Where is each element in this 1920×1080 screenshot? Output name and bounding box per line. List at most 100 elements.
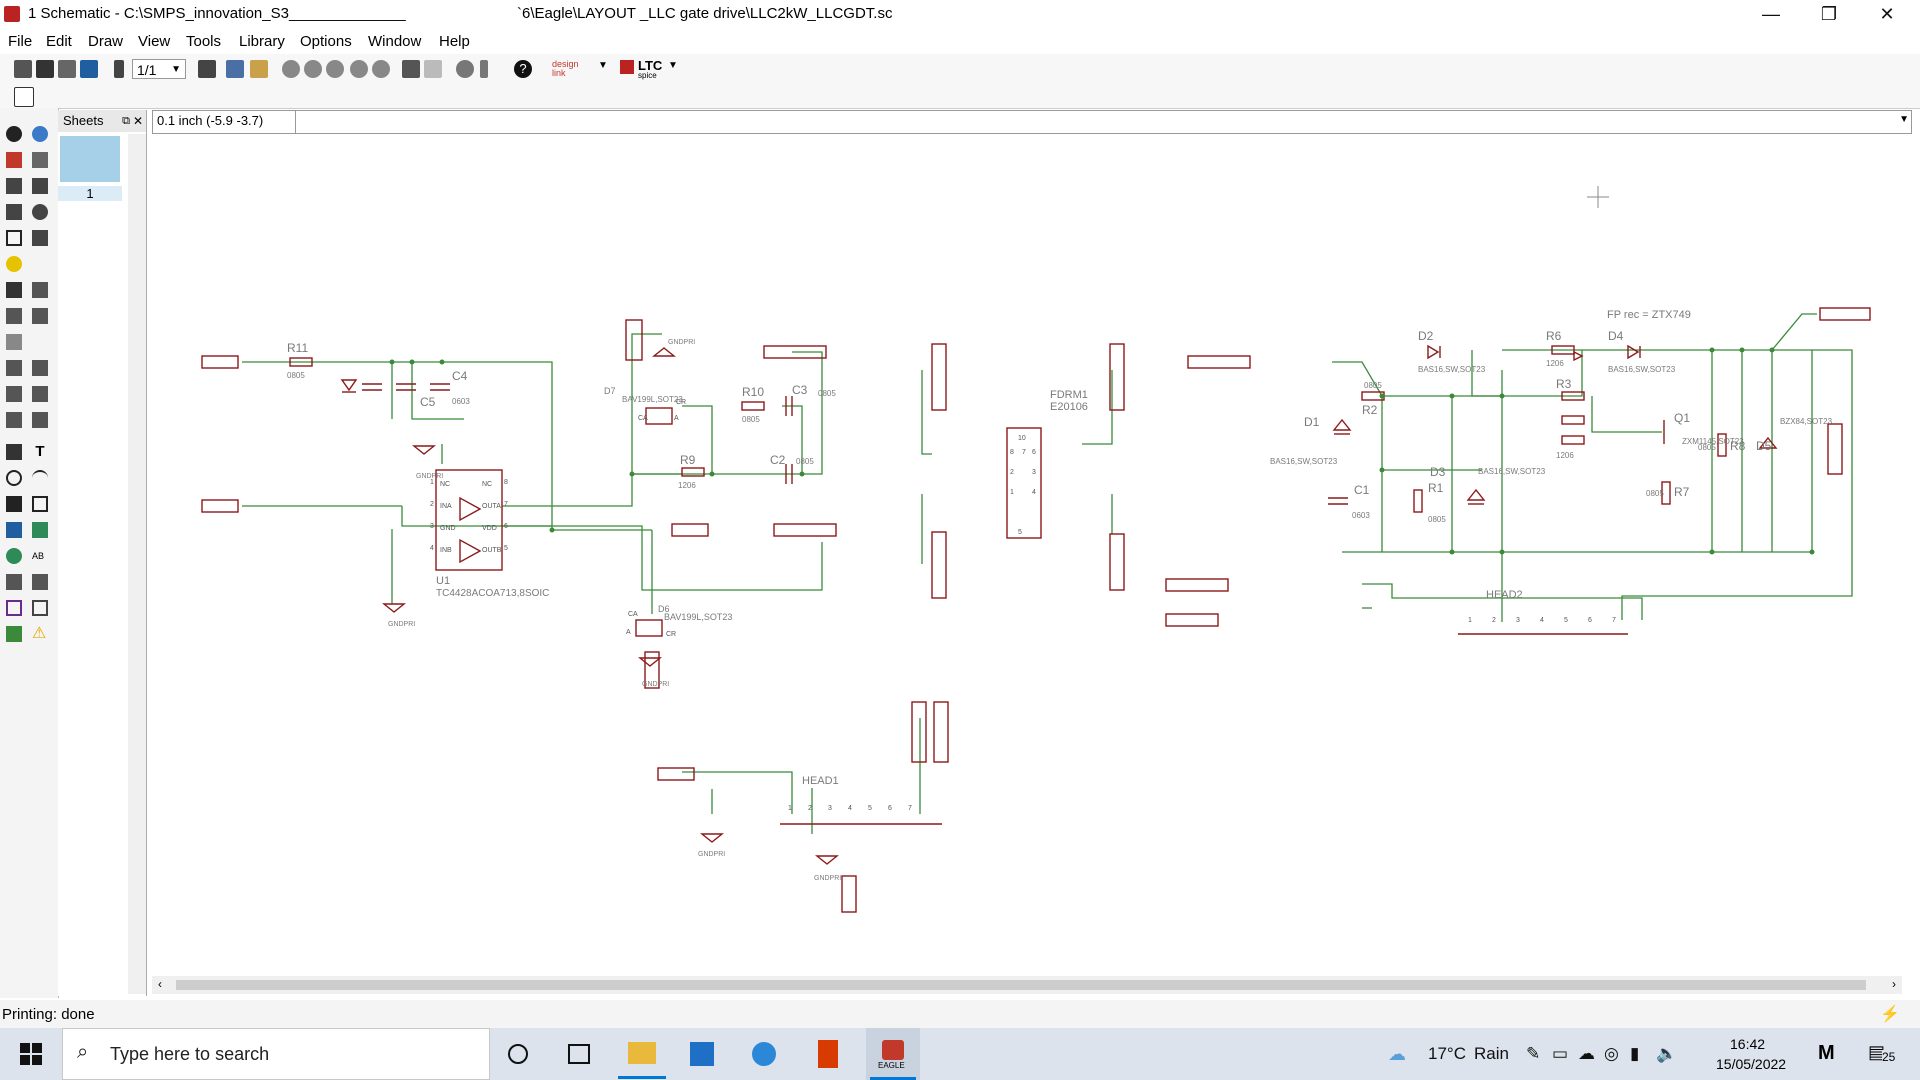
stop-icon[interactable] xyxy=(456,60,474,78)
horizontal-scroll-thumb[interactable] xyxy=(176,980,1866,990)
outlook-icon[interactable] xyxy=(752,1042,776,1066)
mirror-icon[interactable] xyxy=(6,204,22,220)
open-icon[interactable] xyxy=(14,60,32,78)
info-icon[interactable] xyxy=(6,126,22,142)
designlink-button[interactable]: design link xyxy=(552,59,579,78)
zoom-in-icon[interactable] xyxy=(304,60,322,78)
menu-help[interactable]: Help xyxy=(439,33,470,50)
command-input[interactable] xyxy=(295,111,1908,133)
pinswap-icon[interactable] xyxy=(6,308,22,324)
store-icon[interactable] xyxy=(690,1042,714,1066)
sheets-scrollbar[interactable] xyxy=(128,134,146,994)
menu-edit[interactable]: Edit xyxy=(46,33,72,50)
ltspice-dropdown-icon[interactable]: ▼ xyxy=(668,60,678,71)
show-icon[interactable] xyxy=(32,126,48,142)
zoom-out-icon[interactable] xyxy=(326,60,344,78)
split-icon[interactable] xyxy=(6,412,22,428)
zoom-select-icon[interactable] xyxy=(372,60,390,78)
battery-icon[interactable]: ▮ xyxy=(1630,1044,1640,1063)
meet-now-icon[interactable]: M xyxy=(1818,1042,1835,1064)
menu-view[interactable]: View xyxy=(138,33,171,50)
weather-temp[interactable]: 17°C xyxy=(1428,1044,1466,1063)
vertical-scrollbar[interactable] xyxy=(1902,134,1920,974)
rect-icon[interactable] xyxy=(6,496,22,512)
rotate-icon[interactable] xyxy=(32,204,48,220)
volume-icon[interactable]: 🔈 xyxy=(1656,1044,1678,1063)
polygon-icon[interactable] xyxy=(32,496,48,512)
print-icon[interactable] xyxy=(58,60,76,78)
taskbar-search[interactable]: ⌕ Type here to search xyxy=(62,1028,490,1080)
weather-text[interactable]: Rain xyxy=(1474,1044,1509,1063)
undo-icon[interactable] xyxy=(402,60,420,78)
junction-icon[interactable] xyxy=(6,548,22,564)
menu-options[interactable]: Options xyxy=(300,33,352,50)
weather-icon[interactable]: ☁ xyxy=(1388,1044,1406,1064)
smash-icon[interactable] xyxy=(6,386,22,402)
group-icon[interactable] xyxy=(6,230,22,246)
wire-icon[interactable] xyxy=(6,444,22,460)
menu-file[interactable]: File xyxy=(8,33,33,50)
display-icon[interactable] xyxy=(6,152,22,168)
value-icon[interactable] xyxy=(32,360,48,376)
task-view-icon[interactable] xyxy=(568,1044,590,1064)
pen-icon[interactable]: ✎ xyxy=(1526,1044,1541,1063)
sheet-select[interactable]: 1/1 ▼ xyxy=(132,59,186,79)
warning-icon[interactable]: ⚠ xyxy=(32,625,47,642)
scroll-right-icon[interactable]: › xyxy=(1892,977,1896,991)
erc-icon[interactable] xyxy=(6,626,22,642)
module-icon[interactable] xyxy=(32,600,48,616)
designlink-dropdown-icon[interactable]: ▼ xyxy=(598,60,608,71)
library-icon[interactable] xyxy=(250,60,268,78)
menu-window[interactable]: Window xyxy=(368,33,422,50)
cortana-icon[interactable] xyxy=(508,1044,528,1064)
office-icon[interactable] xyxy=(818,1040,838,1068)
schematic-icon[interactable] xyxy=(226,60,244,78)
ltspice-button[interactable]: LTC spice xyxy=(618,57,666,81)
board-icon[interactable] xyxy=(198,60,216,78)
copy-icon[interactable] xyxy=(32,178,48,194)
sheet-thumbnail[interactable] xyxy=(60,136,120,182)
menu-tools[interactable]: Tools xyxy=(186,33,222,50)
use-icon[interactable] xyxy=(114,60,124,78)
dimension-icon[interactable] xyxy=(32,574,48,590)
invoke-icon[interactable] xyxy=(32,412,48,428)
help-icon[interactable]: ? xyxy=(514,60,532,78)
float-icon[interactable]: ⧉ xyxy=(122,115,130,127)
go-icon[interactable] xyxy=(480,60,488,78)
gateswap-icon[interactable] xyxy=(32,308,48,324)
circle-icon[interactable] xyxy=(6,470,22,486)
scroll-left-icon[interactable]: ‹ xyxy=(158,977,162,991)
redraw-icon[interactable] xyxy=(350,60,368,78)
bus-icon[interactable] xyxy=(6,522,22,538)
menu-draw[interactable]: Draw xyxy=(88,33,124,50)
clock-date[interactable]: 15/05/2022 xyxy=(1716,1056,1787,1072)
windows-start-icon[interactable] xyxy=(20,1043,42,1065)
cam-icon[interactable] xyxy=(80,60,98,78)
eagle-taskbar-button[interactable]: EAGLE xyxy=(866,1028,920,1080)
zoom-fit-icon[interactable] xyxy=(282,60,300,78)
redo-icon[interactable] xyxy=(424,60,442,78)
close-panel-icon[interactable]: ✕ xyxy=(132,114,143,128)
close-button[interactable]: ✕ xyxy=(1879,4,1895,24)
paste-icon[interactable] xyxy=(6,256,22,272)
file-explorer-icon[interactable] xyxy=(628,1042,656,1064)
net-icon[interactable] xyxy=(32,522,48,538)
schematic-canvas[interactable]: R11 0805 C4 0603 C5 U1 TC4428ACOA713,8SO… xyxy=(152,134,1902,974)
attribute-icon[interactable] xyxy=(6,574,22,590)
arc-icon[interactable] xyxy=(32,470,48,486)
replace-icon[interactable] xyxy=(6,334,22,350)
label-icon[interactable]: AB xyxy=(32,551,45,561)
command-history-dropdown-icon[interactable]: ▼ xyxy=(1899,114,1909,125)
clock-time[interactable]: 16:42 xyxy=(1730,1036,1766,1052)
miter-icon[interactable] xyxy=(32,386,48,402)
notifications-button[interactable]: ▤ 25 xyxy=(1868,1042,1896,1064)
lightning-icon[interactable]: ⚡ xyxy=(1880,1006,1900,1023)
onedrive-icon[interactable]: ☁ xyxy=(1578,1044,1595,1063)
add-icon[interactable] xyxy=(32,282,48,298)
meet-icon[interactable]: ▭ xyxy=(1552,1044,1569,1063)
save-icon[interactable] xyxy=(36,60,54,78)
minimize-button[interactable]: — xyxy=(1762,4,1780,24)
grid-icon[interactable] xyxy=(14,87,34,107)
maximize-button[interactable]: ❐ xyxy=(1820,4,1838,24)
change-icon[interactable] xyxy=(32,230,48,246)
